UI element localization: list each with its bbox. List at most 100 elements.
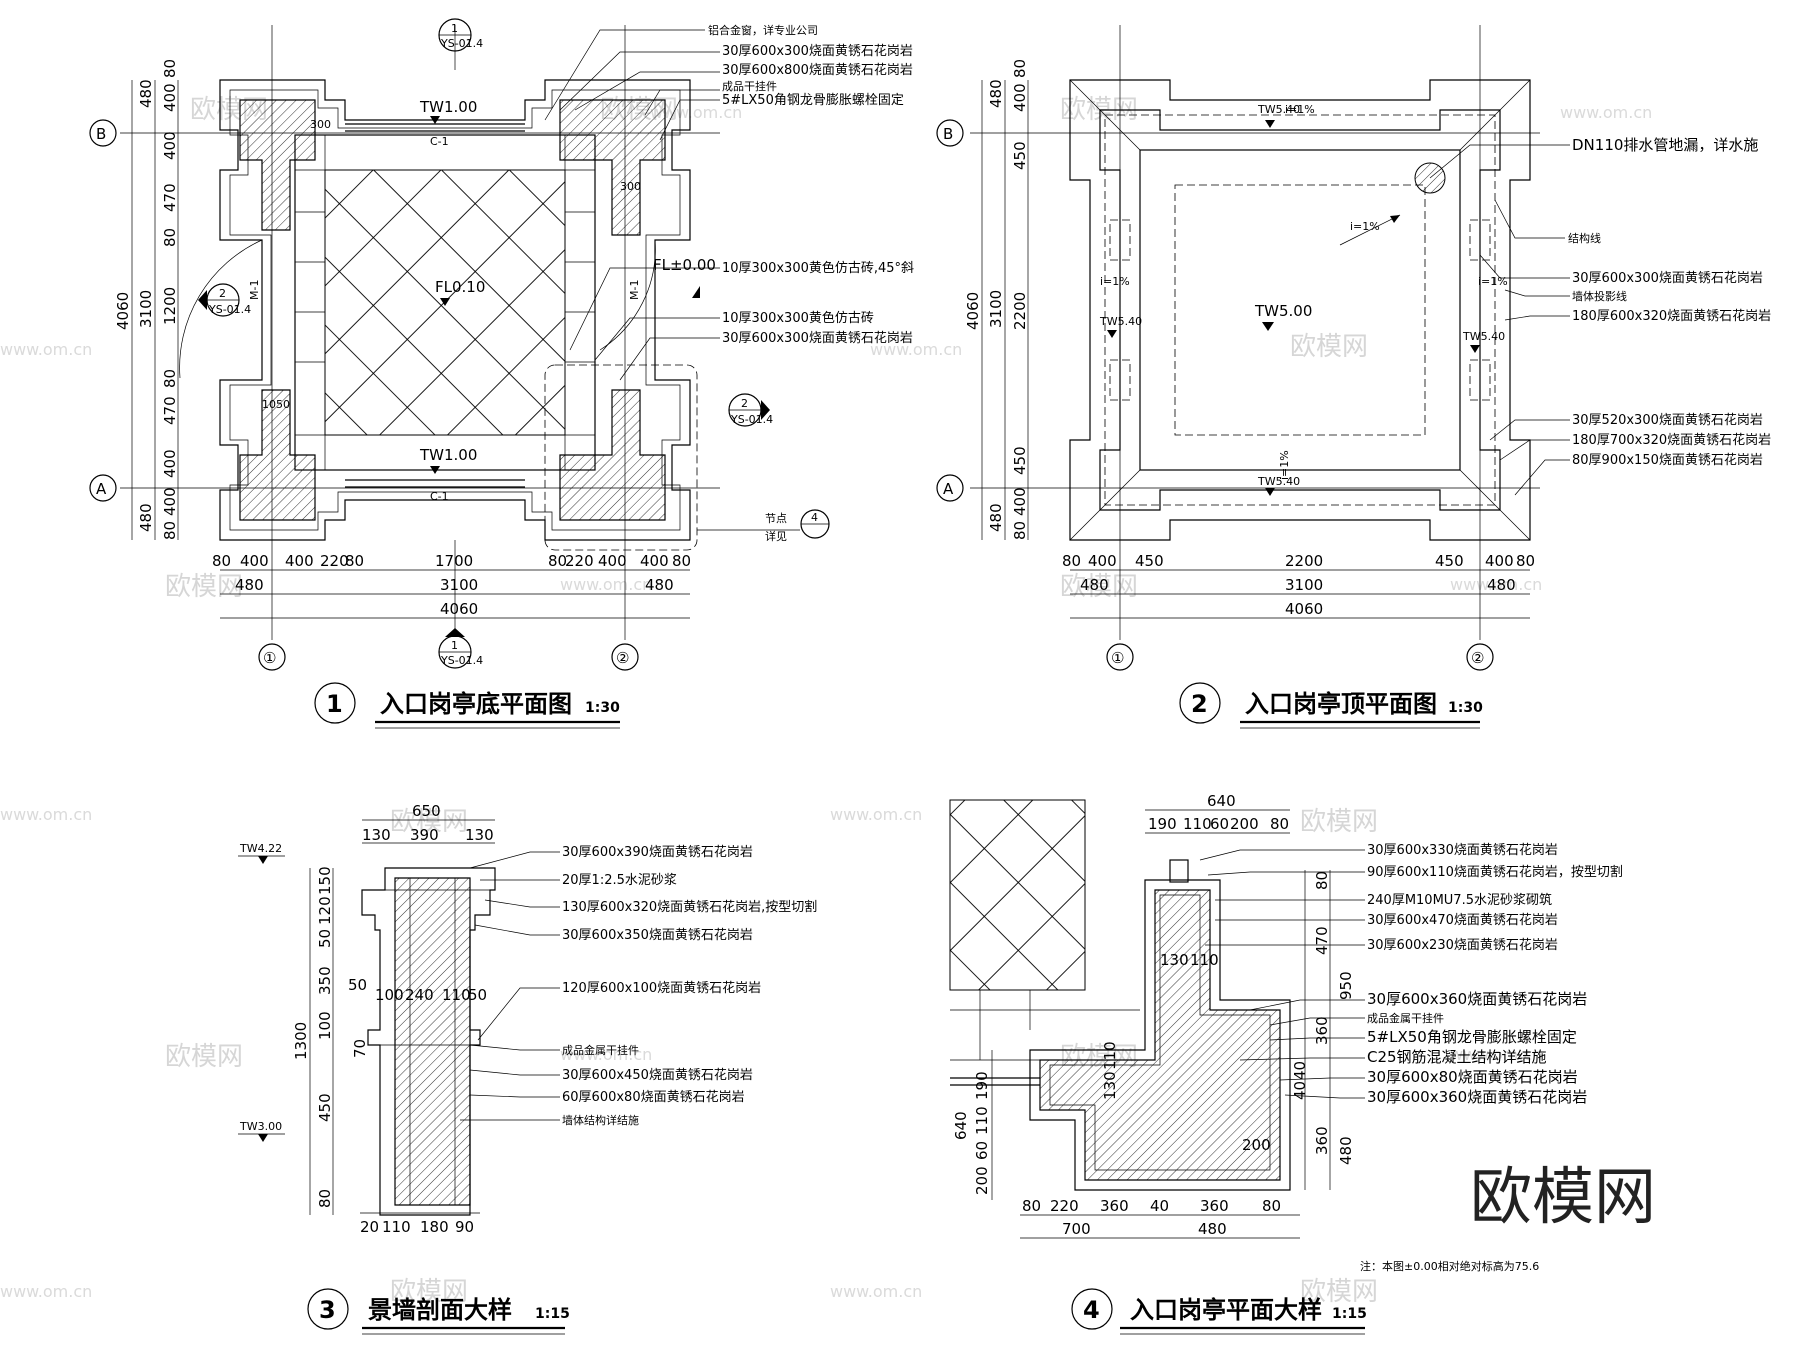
dimension-text: 480 [645, 576, 674, 594]
dimension-text: 390 [410, 826, 439, 844]
watermark: www.om.cn [0, 1282, 92, 1301]
note: 30厚600x300烧面黄锈石花岗岩 [722, 330, 913, 346]
note: 30厚600x230烧面黄锈石花岗岩 [1367, 937, 1558, 953]
note: 铝合金窗，详专业公司 [708, 23, 818, 37]
dimension-text: 入口岗亭底平面图 [380, 690, 572, 718]
dimension-text: 450 [1011, 141, 1029, 170]
window-tag: C-1 [430, 135, 449, 148]
dimension-text: 2200 [1011, 292, 1029, 330]
dimension-text: 4 [1083, 1296, 1100, 1324]
detail-4: 640 190 110 60 200 80 80 470 360 40 40 3… [949, 792, 1623, 1273]
dimension-text: 400 [161, 131, 179, 160]
dimension-text: 80 [1270, 815, 1289, 833]
dimension-text: 110 [382, 1218, 411, 1236]
dim-label: 300 [310, 118, 331, 131]
dimension-text: 400 [1485, 552, 1514, 570]
dimension-text: 120 [316, 896, 334, 925]
dimension-text: 80 [1313, 871, 1331, 890]
dimension-text: 400 [1011, 83, 1029, 112]
note: 30厚600x360烧面黄锈石花岗岩 [1367, 990, 1587, 1008]
slope-mark: i=1% [1478, 275, 1508, 288]
brand-logo: 欧模网 [1470, 1160, 1656, 1233]
watermark: www.om.cn [560, 575, 652, 594]
dimension-text: 360 [1100, 1197, 1129, 1215]
dimension-text: 150 [316, 866, 334, 895]
dimension-text: 1:30 [585, 700, 620, 716]
dimension-text: 130 [1160, 951, 1189, 969]
note: 成品金属干挂件 [562, 1043, 639, 1057]
watermark: www.om.cn [1450, 1045, 1542, 1064]
dimension-text: 1700 [435, 552, 473, 570]
watermark: www.om.cn [1560, 103, 1652, 122]
dimension-text: 80 [161, 228, 179, 247]
dimension-text: 640 [952, 1111, 970, 1140]
note: 10厚300x300黄色仿古砖,45°斜 [722, 260, 914, 276]
dimension-text: 450 [316, 1093, 334, 1122]
plan-2: B A ① ② i=1% i=1% i=1% i=1% i=1% TW5.40 … [936, 25, 1771, 671]
note: 30厚600x330烧面黄锈石花岗岩 [1367, 842, 1558, 858]
dimension-text: 110 [442, 986, 471, 1004]
dimension-text: 80 [1062, 552, 1081, 570]
slope-mark: i=1% [1100, 275, 1130, 288]
watermark: 欧模网 [165, 572, 243, 602]
section-num: 1 [451, 639, 458, 652]
note: 60厚600x80烧面黄锈石花岗岩 [562, 1089, 745, 1105]
dimension-text: 80 [161, 369, 179, 388]
note: 20厚1:2.5水泥砂浆 [562, 873, 677, 888]
dimension-text: 60 [1210, 815, 1229, 833]
dimension-text: 470 [1313, 926, 1331, 955]
note: 30厚600x300烧面黄锈石花岗岩 [722, 43, 913, 59]
dimension-text: 360 [1313, 1126, 1331, 1155]
dimension-text: 1 [326, 690, 343, 718]
dimension-text: 80 [345, 552, 364, 570]
dimension-text: 480 [987, 503, 1005, 532]
dimension-text: 350 [316, 966, 334, 995]
dimension-text: 4060 [440, 600, 478, 618]
dimension-text: 80 [1011, 59, 1029, 78]
note: 180厚700x320烧面黄锈石花岗岩 [1572, 432, 1771, 448]
dimension-text: 80 [1011, 521, 1029, 540]
level-mark: TW4.22 [239, 842, 282, 855]
dim-label: 1050 [262, 398, 290, 411]
axis-label: B [943, 125, 953, 143]
dimension-text: 700 [1062, 1220, 1091, 1238]
dimension-text: 470 [161, 396, 179, 425]
level-mark: TW5.00 [1254, 302, 1312, 320]
dimension-text: 650 [412, 802, 441, 820]
dimension-text: 400 [1011, 487, 1029, 516]
note: 30厚600x470烧面黄锈石花岗岩 [1367, 912, 1558, 928]
dimension-text: 60 [973, 1141, 991, 1160]
dimension-text: 240 [405, 986, 434, 1004]
dimension-text: 400 [1088, 552, 1117, 570]
dimension-text: 450 [1135, 552, 1164, 570]
axis-label: ① [263, 649, 276, 667]
dimension-text: 400 [640, 552, 669, 570]
note: 成品金属干挂件 [1367, 1011, 1444, 1025]
note: 30厚600x80烧面黄锈石花岗岩 [1367, 1068, 1578, 1086]
dimension-text: 80 [672, 552, 691, 570]
level-mark: TW1.00 [419, 446, 477, 464]
slope-mark: i=1% [1285, 103, 1315, 116]
dimension-text: 40 [1150, 1197, 1169, 1215]
note: 墙体结构详结施 [562, 1113, 639, 1127]
note: 90厚600x110烧面黄锈石花岗岩，按型切割 [1367, 864, 1623, 880]
watermark: 欧模网 [1300, 1277, 1378, 1307]
dimension-text: 1300 [292, 1022, 310, 1060]
section-ref: YS-01.4 [730, 413, 773, 426]
watermark: www.om.cn [830, 1282, 922, 1301]
axis-label: A [943, 480, 954, 498]
slope-mark: i=1% [1350, 220, 1380, 233]
section-ref: YS-01.4 [440, 654, 483, 667]
dimension-text: 950 [1337, 971, 1355, 1000]
watermark: www.om.cn [870, 340, 962, 359]
watermark: www.om.cn [560, 1045, 652, 1064]
dimension-text: 100 [375, 986, 404, 1004]
dimension-text: 190 [973, 1071, 991, 1100]
dimension-text: 4060 [1285, 600, 1323, 618]
note: 80厚900x150烧面黄锈石花岗岩 [1572, 452, 1763, 468]
note: 5#LX50角钢龙骨膨胀螺栓固定 [1367, 1028, 1577, 1046]
dimension-text: 480 [1080, 576, 1109, 594]
note: C25钢筋混凝土结构详结施 [1367, 1048, 1547, 1066]
watermark: 欧模网 [390, 1277, 468, 1307]
